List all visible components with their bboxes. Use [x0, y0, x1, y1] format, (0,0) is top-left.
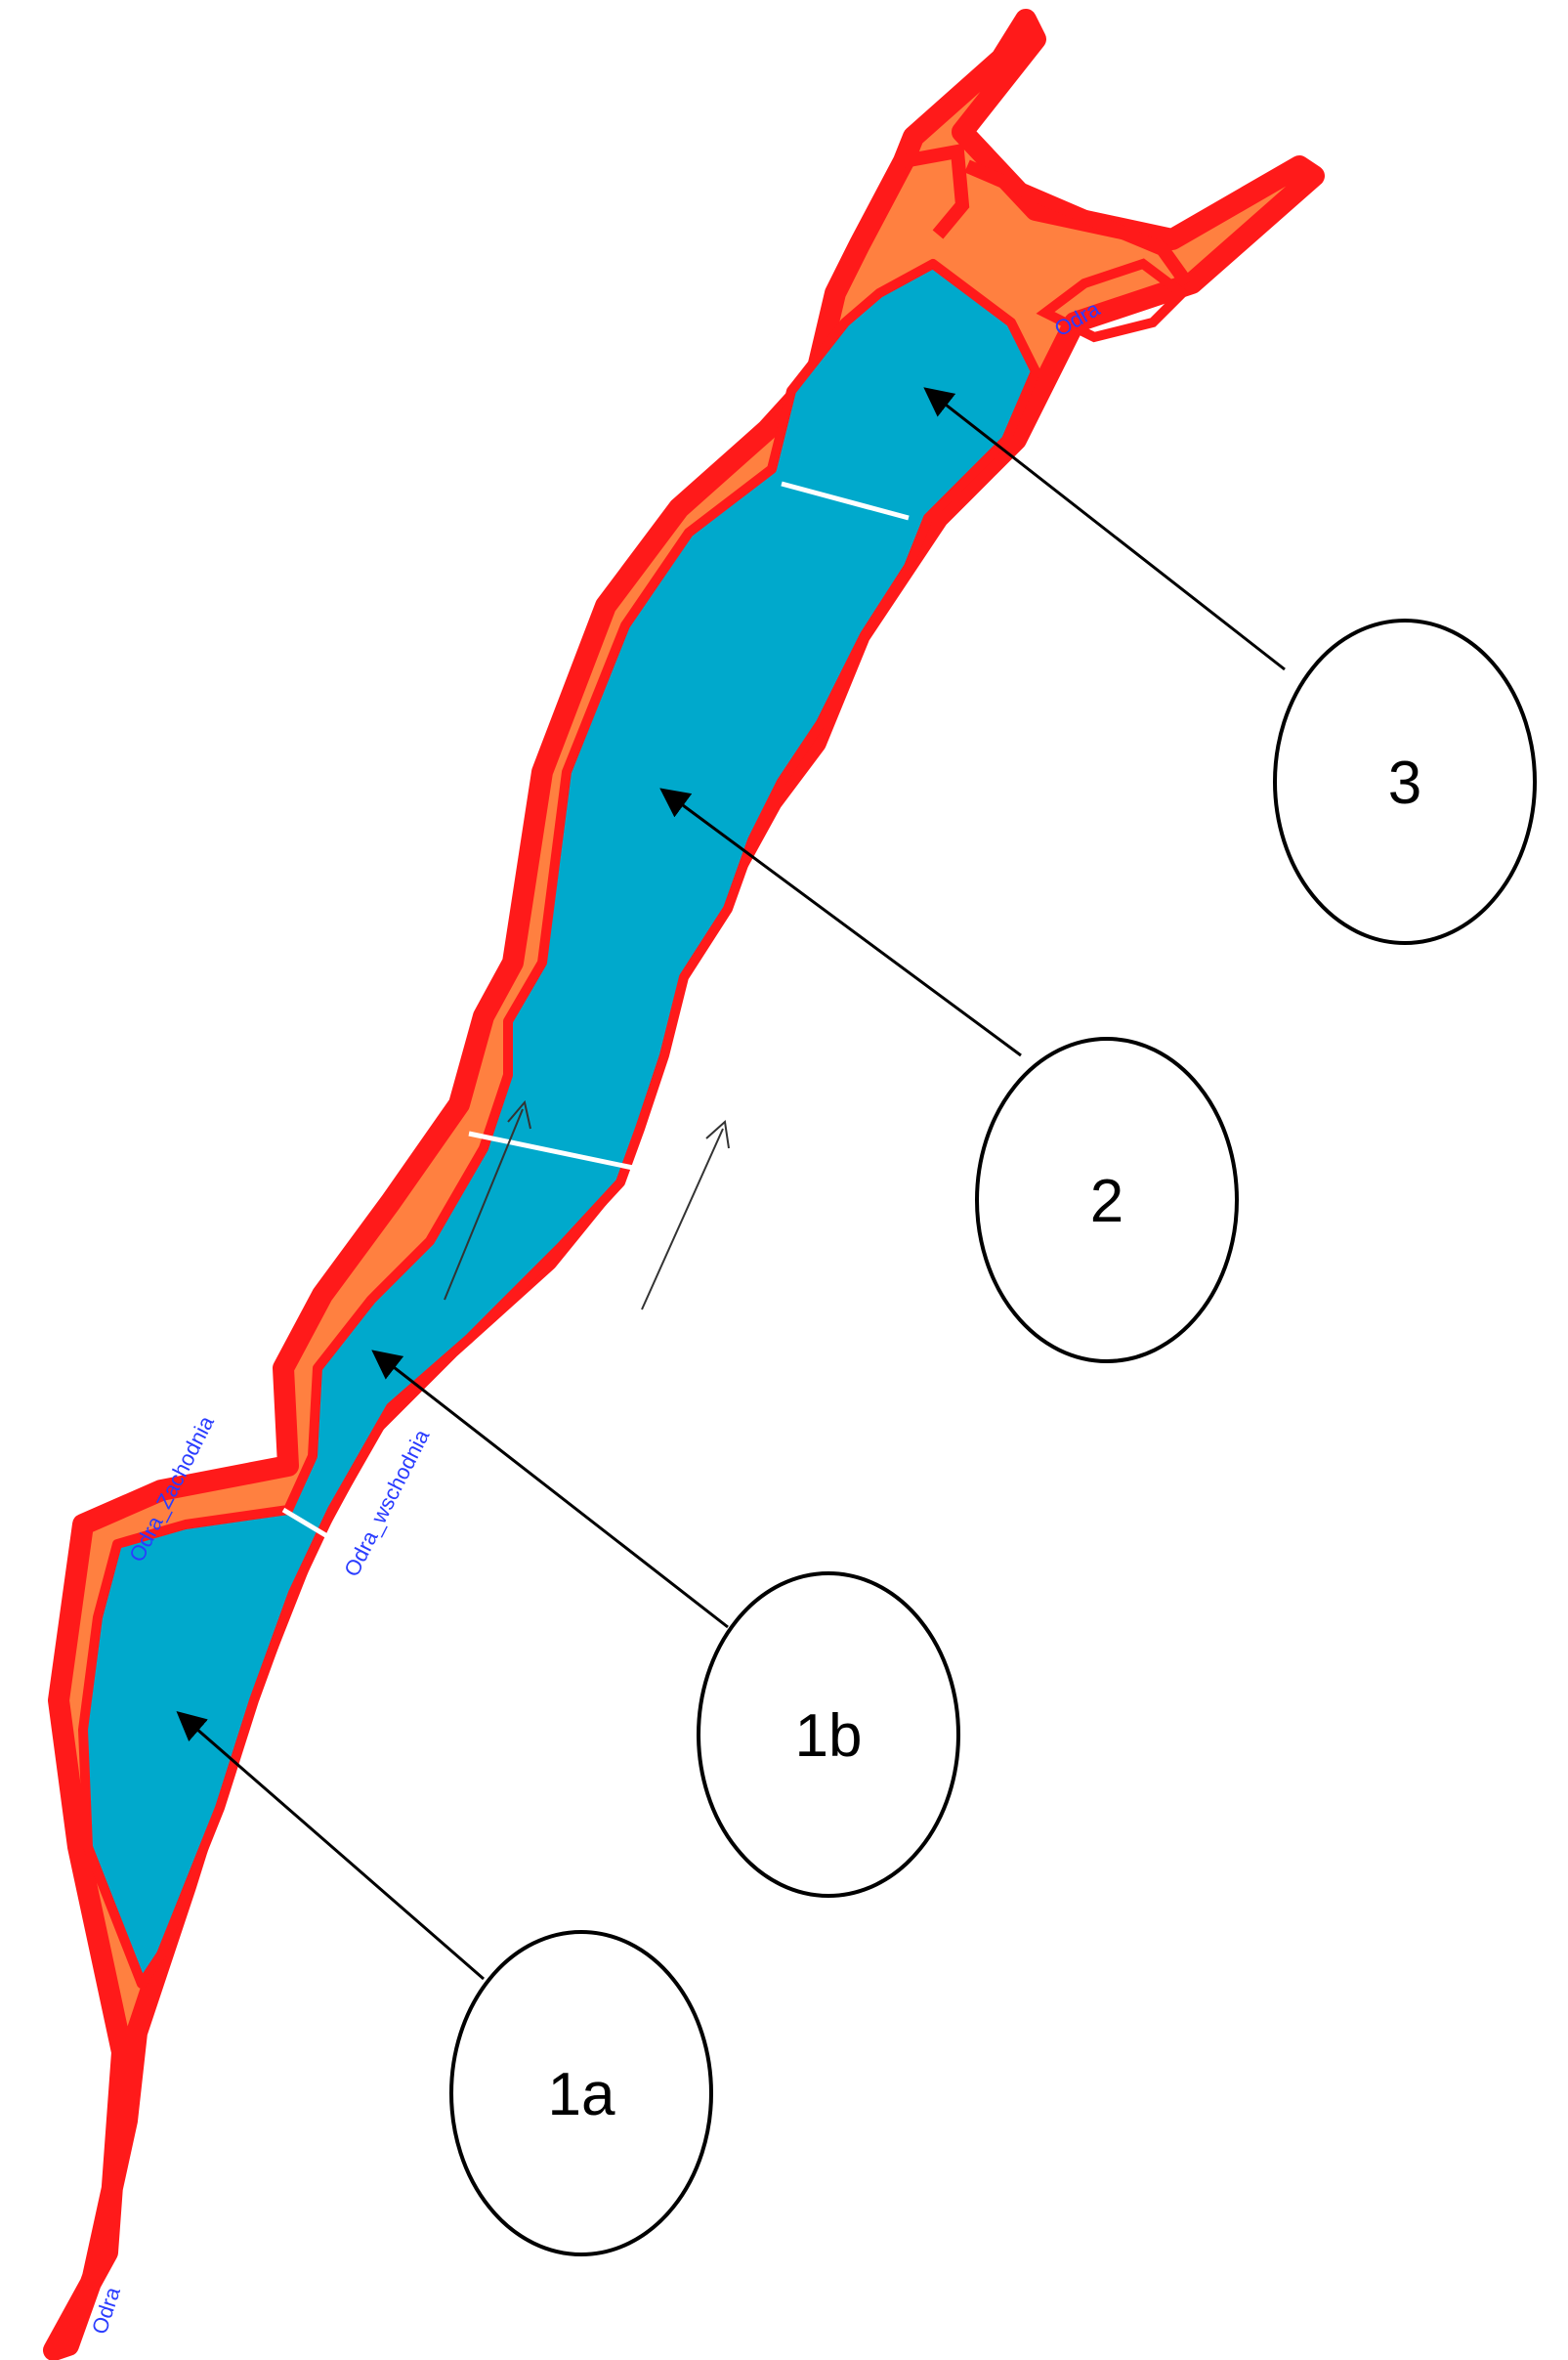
- callout-1a: 1a: [449, 1930, 713, 2256]
- divider-1b-1a: [281, 1507, 334, 1542]
- callout-3-label: 3: [1388, 750, 1421, 817]
- flow-arrow-2: [641, 1120, 730, 1310]
- callout-1b: 1b: [697, 1571, 960, 1898]
- water-outline: [78, 259, 1040, 1989]
- callout-arrow-1a: [176, 1711, 485, 1981]
- callout-3: 3: [1273, 619, 1537, 945]
- callout-1a-label: 1a: [548, 2061, 615, 2128]
- callout-1b-label: 1b: [795, 1702, 863, 1770]
- callout-arrow-3: [923, 387, 1286, 671]
- divider-3-2: [781, 481, 910, 521]
- callout-2-label: 2: [1090, 1168, 1123, 1235]
- top-channel-left: [902, 143, 970, 239]
- callout-2: 2: [975, 1037, 1239, 1363]
- top-loop: [1036, 258, 1190, 343]
- callout-arrow-1b: [371, 1350, 729, 1629]
- water-body: [83, 264, 1036, 1984]
- flow-arrow-1: [444, 1099, 531, 1301]
- callout-arrow-2: [659, 788, 1022, 1057]
- divider-2-1b: [468, 1131, 634, 1171]
- top-channel-right: [964, 159, 1193, 288]
